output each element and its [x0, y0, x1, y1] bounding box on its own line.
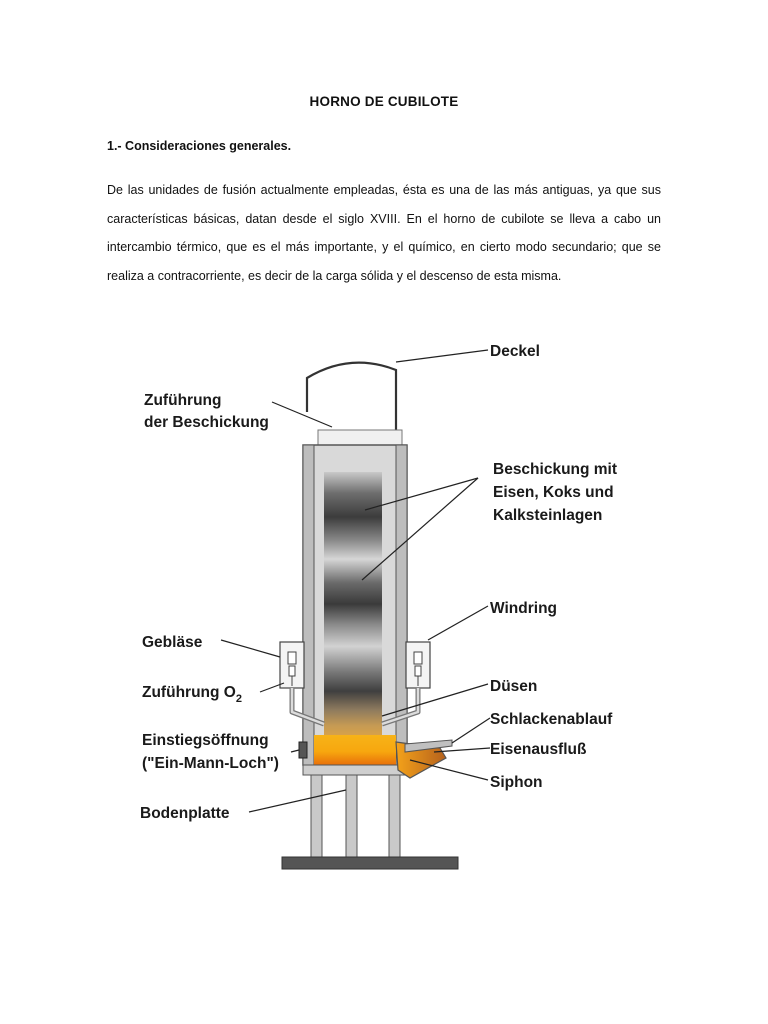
label-beschickung-1: Beschickung mit: [493, 461, 617, 478]
cupola-furnace-diagram: Deckel Zuführung der Beschickung Beschic…: [140, 343, 617, 870]
label-o2-subscript: 2: [236, 693, 242, 705]
document-title: HORNO DE CUBILOTE: [309, 94, 459, 109]
hearth-base: [302, 764, 408, 776]
floor-base: [281, 856, 459, 870]
leader-lines: [220, 349, 491, 813]
label-beschickung-2: Eisen, Koks und: [493, 484, 614, 501]
access-door: [298, 741, 308, 759]
label-zufuhrung-1: Zuführung: [144, 392, 221, 409]
label-geblase: Gebläse: [142, 634, 203, 651]
label-beschickung-3: Kalksteinlagen: [493, 507, 602, 524]
label-einstieg-2: ("Ein-Mann-Loch"): [142, 755, 279, 772]
leg-left: [310, 774, 323, 858]
leg-far-right: [388, 774, 401, 858]
label-deckel: Deckel: [490, 343, 540, 360]
blower-right: [405, 641, 431, 689]
label-zufuhrung-o2: Zuführung O2: [142, 684, 242, 705]
section-heading: 1.- Consideraciones generales.: [107, 139, 292, 153]
body-paragraph: De las unidades de fusión actualmente em…: [107, 183, 661, 283]
label-windring: Windring: [490, 600, 557, 617]
label-siphon: Siphon: [490, 774, 543, 791]
charge-column: [324, 472, 382, 736]
tuyere-pipes-inner: [290, 688, 420, 726]
blower-left: [279, 641, 305, 689]
label-eisenausfluss: Eisenausfluß: [490, 741, 587, 758]
label-zufuhrung-2: der Beschickung: [144, 414, 269, 431]
molten-iron: [314, 735, 396, 765]
label-dusen: Düsen: [490, 678, 537, 695]
label-einstieg-1: Einstiegsöffnung: [142, 732, 269, 749]
label-schlackenablauf: Schlackenablauf: [490, 711, 613, 728]
slag-spout: [404, 739, 453, 753]
label-bodenplatte: Bodenplatte: [140, 805, 230, 822]
leg-right: [345, 774, 358, 858]
cover-hood: [305, 361, 398, 470]
